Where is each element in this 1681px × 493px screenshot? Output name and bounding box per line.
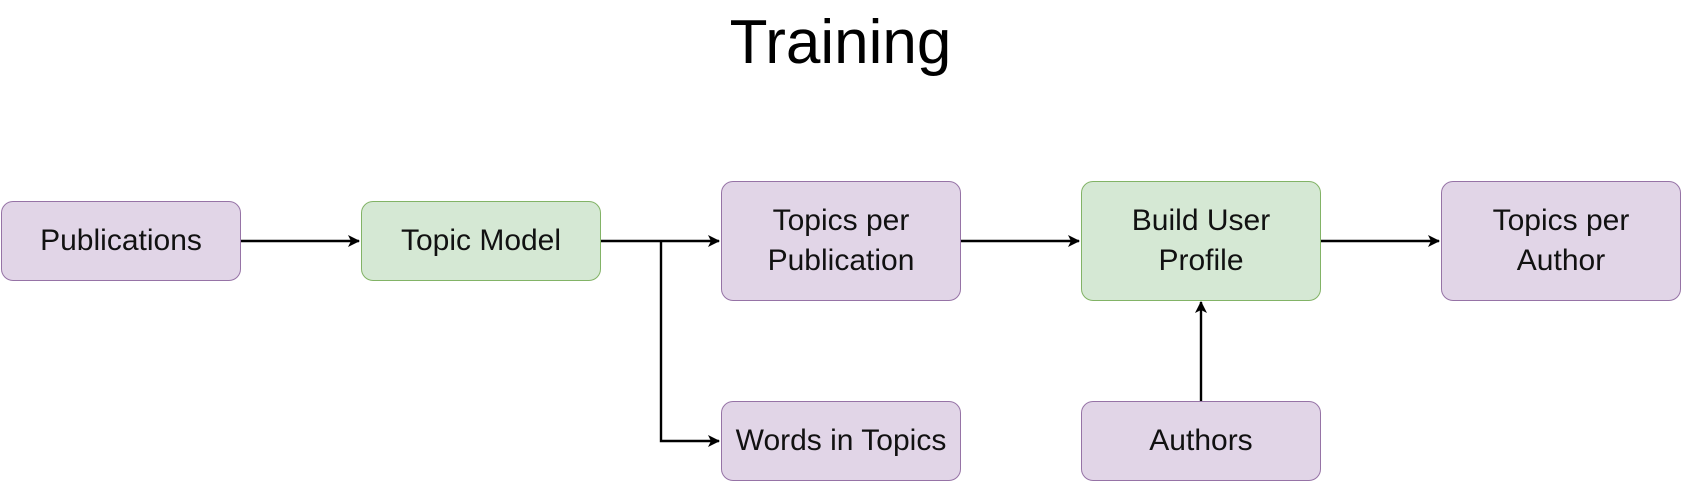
node-topic-model: Topic Model: [361, 201, 601, 281]
node-topics-per-author: Topics per Author: [1441, 181, 1681, 301]
edge-topic-model-to-words-in-topics: [659, 241, 720, 447]
node-authors: Authors: [1081, 401, 1321, 481]
node-build-user-profile: Build User Profile: [1081, 181, 1321, 301]
node-publications: Publications: [1, 201, 241, 281]
node-topics-per-publication: Topics per Publication: [721, 181, 961, 301]
node-words-in-topics: Words in Topics: [721, 401, 961, 481]
diagram-title: Training: [729, 8, 952, 77]
